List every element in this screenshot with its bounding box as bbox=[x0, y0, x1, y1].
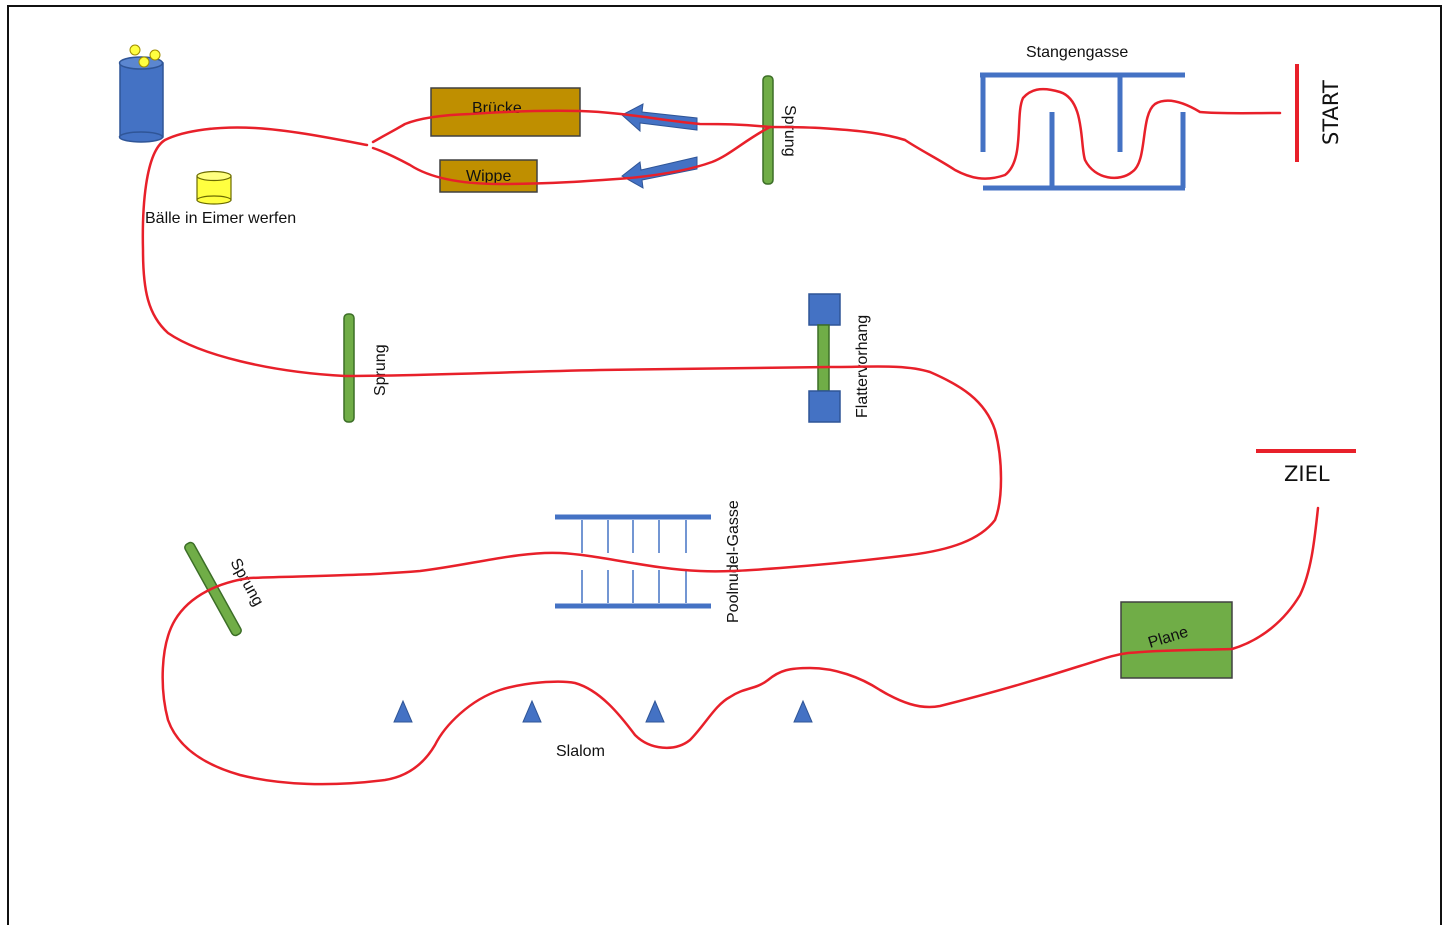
flattervorhang-obstacle bbox=[808, 293, 841, 423]
start-label: START bbox=[1319, 80, 1343, 145]
sprung-label-top: Sprung bbox=[781, 105, 798, 157]
baelle-label: Bälle in Eimer werfen bbox=[145, 210, 296, 227]
sprung-label-middle: Sprung bbox=[372, 344, 389, 396]
slalom-cone-icon bbox=[793, 699, 813, 723]
stangengasse-label: Stangengasse bbox=[1026, 44, 1128, 61]
arrow-left-icon bbox=[621, 156, 698, 189]
poolnudel-gasse-obstacle bbox=[555, 514, 711, 609]
wippe-label: Wippe bbox=[466, 168, 511, 185]
slalom-cone-icon bbox=[645, 699, 665, 723]
slalom-cone-icon bbox=[522, 699, 542, 723]
wippe-box bbox=[439, 159, 538, 193]
plane-box bbox=[1120, 601, 1233, 679]
arrow-left-icon bbox=[621, 103, 698, 133]
course-path bbox=[141, 87, 1320, 786]
bucket-icon bbox=[118, 44, 164, 143]
ziel-label: ZIEL bbox=[1284, 462, 1330, 486]
stangengasse-obstacle bbox=[980, 72, 1186, 191]
page-frame bbox=[7, 5, 1442, 925]
yellow-basket-icon bbox=[196, 170, 232, 205]
slalom-label: Slalom bbox=[556, 743, 605, 760]
slalom-cone-icon bbox=[393, 699, 413, 723]
sprung-bar-middle bbox=[343, 313, 355, 423]
poolnudel-label: Poolnudel-Gasse bbox=[725, 500, 742, 623]
